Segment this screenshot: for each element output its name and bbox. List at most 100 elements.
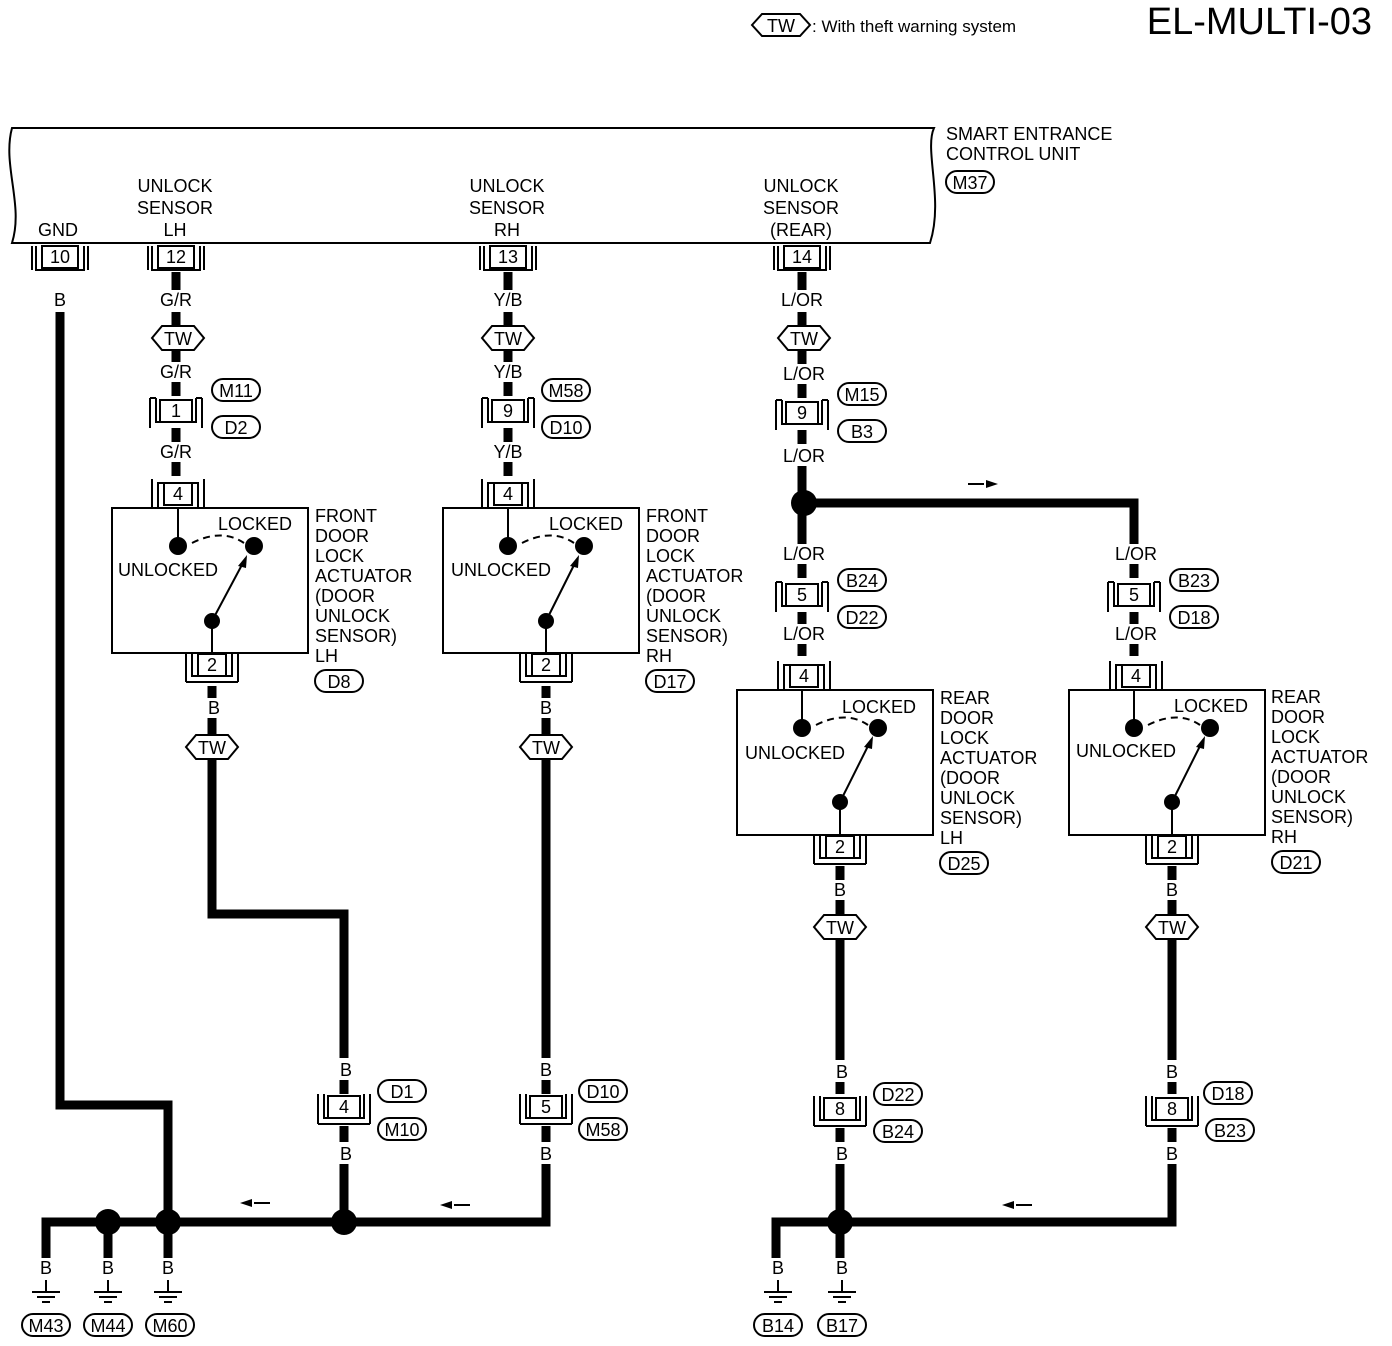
actuator-pin-in: 4	[1109, 661, 1163, 691]
svg-text:M37: M37	[952, 173, 987, 193]
ground-icon	[764, 1280, 792, 1303]
arrow-icon	[240, 1199, 270, 1207]
wire-color-label: B	[1166, 1144, 1178, 1164]
wire-color-label: B	[836, 1062, 848, 1082]
wire-color-label: B	[836, 1258, 848, 1278]
svg-text:M58: M58	[548, 381, 583, 401]
wire-color-label: B	[834, 880, 846, 900]
wire-color-label: G/R	[160, 290, 192, 310]
actuator-pin-out: 2	[185, 652, 239, 683]
connector-label: B24	[873, 1119, 923, 1143]
svg-text:8: 8	[835, 1099, 845, 1119]
control-unit-connector-label: M37	[945, 170, 995, 194]
wire-color-label: G/R	[160, 442, 192, 462]
actuator-connector-label: D25	[939, 851, 989, 875]
actuator-rear-rh: 4 LOCKED UNLOCKED 2 REAR DOOR LOCK ACTUA…	[1068, 661, 1368, 874]
svg-text:UNLOCK: UNLOCK	[315, 606, 390, 626]
wire-color-label: B	[102, 1258, 114, 1278]
gnd-terminal-label: GND	[38, 220, 78, 240]
svg-text:TW: TW	[1158, 918, 1186, 938]
rear-terminal-label-3: (REAR)	[770, 220, 832, 240]
svg-text:D1: D1	[390, 1082, 413, 1102]
svg-text:2: 2	[835, 837, 845, 857]
state-locked: LOCKED	[842, 697, 916, 717]
svg-text:D22: D22	[845, 608, 878, 628]
svg-text:B17: B17	[826, 1316, 858, 1336]
svg-text:B24: B24	[846, 571, 878, 591]
splice-dot	[791, 490, 817, 516]
tw-symbol: TW	[184, 734, 240, 760]
svg-text:TW: TW	[164, 329, 192, 349]
svg-text:M10: M10	[384, 1120, 419, 1140]
ground-icon	[828, 1280, 856, 1303]
state-locked: LOCKED	[218, 514, 292, 534]
wire-color-label: Y/B	[493, 442, 522, 462]
svg-text:2: 2	[1167, 837, 1177, 857]
svg-text:(DOOR: (DOOR	[940, 768, 1000, 788]
svg-text:M43: M43	[28, 1316, 63, 1336]
svg-text:M15: M15	[844, 385, 879, 405]
actuator-pin-in: 4	[777, 661, 831, 691]
svg-text:5: 5	[541, 1097, 551, 1117]
connector-label: D22	[873, 1082, 923, 1106]
svg-text:ACTUATOR: ACTUATOR	[940, 748, 1037, 768]
wire-color-label: B	[162, 1258, 174, 1278]
svg-text:(DOOR: (DOOR	[646, 586, 706, 606]
connector-label: B3	[837, 419, 887, 443]
svg-text:RH: RH	[1271, 827, 1297, 847]
cu-pins: 10 12 13 14	[31, 245, 831, 271]
connector-label: D18	[1203, 1081, 1253, 1105]
svg-text:D22: D22	[881, 1085, 914, 1105]
state-unlocked: UNLOCKED	[118, 560, 218, 580]
tw-legend-symbol-text: TW	[767, 16, 795, 36]
svg-text:12: 12	[166, 247, 186, 267]
wire-color-label: G/R	[160, 362, 192, 382]
actuator-connector-label: D17	[645, 669, 695, 693]
connector-label: D22	[837, 605, 887, 629]
tw-symbol: TW	[518, 734, 574, 760]
svg-text:D18: D18	[1211, 1084, 1244, 1104]
svg-text:LH: LH	[315, 646, 338, 666]
svg-text:TW: TW	[494, 329, 522, 349]
ground-label: B17	[817, 1313, 867, 1337]
rear-branch-wire	[802, 498, 1139, 544]
flow-arrows	[240, 480, 1032, 1209]
wire-color-label: L/OR	[783, 624, 825, 644]
svg-text:10: 10	[50, 247, 70, 267]
svg-text:D10: D10	[549, 418, 582, 438]
svg-text:4: 4	[173, 484, 183, 504]
svg-text:LOCK: LOCK	[940, 728, 989, 748]
wire-color-label: B	[540, 1144, 552, 1164]
connector-rear-lh-inline: 5	[775, 581, 829, 612]
svg-text:4: 4	[339, 1097, 349, 1117]
connector-rlh-bottom: 8	[813, 1096, 867, 1127]
svg-text:D21: D21	[1279, 853, 1312, 873]
page-code: EL-MULTI-03	[1147, 1, 1372, 43]
svg-text:LOCK: LOCK	[315, 546, 364, 566]
connector-label: D1	[377, 1079, 427, 1103]
svg-text:DOOR: DOOR	[315, 526, 369, 546]
svg-text:B23: B23	[1178, 571, 1210, 591]
actuator-rear-lh: 4 LOCKED UNLOCKED 2 REAR DOOR LOCK ACTUA…	[736, 661, 1037, 875]
wire-color-label: B	[208, 698, 220, 718]
svg-text:5: 5	[1129, 585, 1139, 605]
svg-text:FRONT: FRONT	[646, 506, 708, 526]
connector-rear-inline: 9	[775, 399, 829, 430]
connector-label: D2	[211, 415, 261, 439]
splice-dot	[95, 1209, 121, 1235]
wire-color-label: B	[540, 698, 552, 718]
connector-label: B24	[837, 568, 887, 592]
actuator-pin-out: 2	[519, 652, 573, 683]
left-ground-bus	[41, 1217, 344, 1258]
arrow-icon	[440, 1201, 470, 1209]
svg-text:D18: D18	[1177, 608, 1210, 628]
wire-color-label: L/OR	[783, 544, 825, 564]
cu-pin-rh: 13	[479, 245, 537, 271]
control-unit: SMART ENTRANCE CONTROL UNIT M37 GND UNLO…	[8, 124, 1112, 244]
contact-locked	[869, 719, 887, 737]
actuator-pin-in: 4	[151, 479, 205, 509]
wire-color-label: B	[340, 1144, 352, 1164]
header: TW : With theft warning system EL-MULTI-…	[750, 1, 1372, 43]
svg-text:14: 14	[792, 247, 812, 267]
ground-label: M43	[21, 1313, 71, 1337]
